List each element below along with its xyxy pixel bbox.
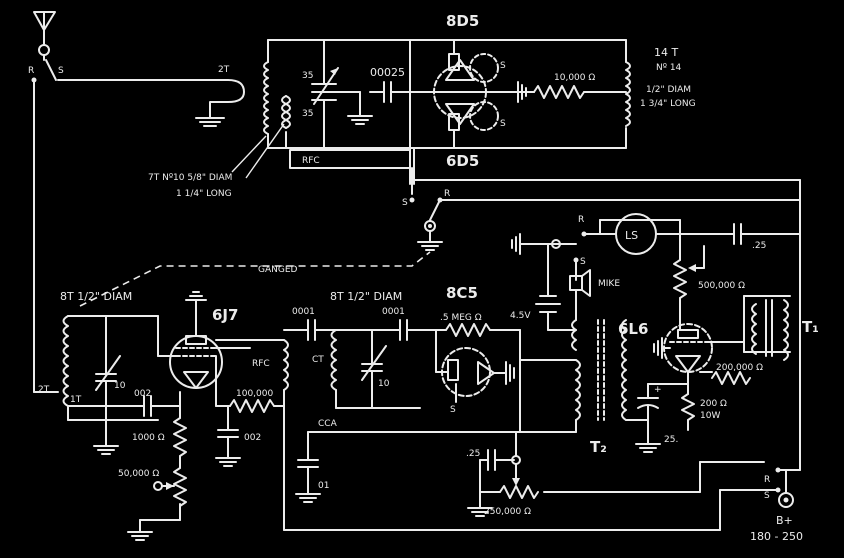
switch-label-r4: R (764, 475, 770, 485)
antenna-icon (33, 11, 56, 56)
cap-plus-sign: + (654, 385, 662, 395)
cap-25-lower-label: .25 (466, 449, 480, 459)
t2-primary-coil (575, 359, 581, 421)
coupling-coil-label: 2T (218, 65, 230, 75)
switch-label-s5: S (450, 405, 456, 415)
tube-6d5-label: 6D5 (446, 152, 479, 170)
ground-icon (295, 493, 321, 503)
tube-8c5-symbol (435, 329, 507, 397)
transformer-t2-label: T₂ (590, 438, 607, 456)
ganged-label: GANGED (258, 265, 298, 275)
cap-002-left-label: 002 (134, 389, 151, 399)
transformer-t1-label: T₁ (802, 318, 819, 336)
tank-coil-right (625, 61, 631, 127)
cap-35-bottom-label: 35 (302, 109, 313, 119)
ground-icon (215, 457, 241, 467)
switch-label-r3: R (578, 215, 584, 225)
rfc-mid-label: RFC (252, 359, 270, 369)
switch-label-s4: S (500, 119, 506, 129)
cap-0001-b-label: 0001 (382, 307, 405, 317)
t2-secondary-coil (621, 319, 627, 421)
rfc-top-label: RFC (302, 156, 320, 166)
tube-6l6-label: 6L6 (618, 320, 648, 338)
res-250000-label: 250,000 Ω (484, 507, 531, 517)
cca-label: CCA (318, 419, 338, 429)
b-plus-label: B+ (776, 514, 793, 527)
res-1000-label: 1000 Ω (132, 433, 165, 443)
coil-7t-length: 1 1/4" LONG (176, 189, 232, 199)
cap-00025-label: 00025 (370, 66, 405, 79)
ganged-link (79, 251, 431, 307)
switch-label-s3: S (500, 61, 506, 71)
microphone-icon (569, 269, 591, 297)
t1-primary-coil (751, 303, 757, 355)
tube-8d5-symbol (433, 39, 499, 149)
cap-10-left-label: 10 (114, 381, 126, 391)
coil-14t-diam: 1/2" DIAM (646, 85, 691, 95)
ground-icon (93, 419, 119, 455)
switch-label-s6: S (580, 257, 586, 267)
ground-icon (505, 361, 515, 385)
res-100000-label: 100,000 (236, 389, 273, 399)
coil-7t-label: 7T Nº10 5/8" DIAM (148, 173, 232, 183)
switch-label-s2: S (402, 198, 408, 208)
speaker-label: LS (625, 229, 638, 242)
res-200-label: 200 Ω (700, 399, 727, 409)
switch-label-r2: R (444, 189, 450, 199)
res-500000-label: 500,000 Ω (698, 281, 745, 291)
ground-icon (517, 81, 535, 103)
cap-0001-a-label: 0001 (292, 307, 315, 317)
ground-icon (347, 115, 373, 125)
res-5meg-label: .5 MEG Ω (440, 313, 482, 323)
ct-label: CT (312, 355, 324, 365)
mike-label: MIKE (598, 279, 620, 289)
coil-14t-label: 14 T (654, 46, 678, 59)
cap-10-mid-label: 10 (378, 379, 390, 389)
cap-002-mid-label: 002 (244, 433, 261, 443)
t1-secondary-coil (783, 299, 789, 361)
ground-icon (195, 117, 225, 127)
ground-icon (417, 230, 443, 251)
tube-6l6-symbol (663, 319, 713, 373)
tube-8c5-label: 8C5 (446, 284, 478, 302)
ground-icon (127, 519, 153, 541)
interstage-coil (330, 329, 337, 391)
ground-icon (467, 491, 493, 517)
interstage-coil-label: 8T 1/2" DIAM (330, 290, 402, 303)
res-200000-label: 200,000 Ω (716, 363, 763, 373)
input-coil-label: 8T 1/2" DIAM (60, 290, 132, 303)
cap-35-top-label: 35 (302, 71, 313, 81)
tap-label-2t-left: 2T (38, 385, 50, 395)
tube-8d5-label: 8D5 (446, 12, 479, 30)
tank-coil-left (263, 61, 269, 135)
battery-label: 4.5V (510, 311, 531, 321)
cap-25-cathode-label: 25. (664, 435, 678, 445)
switch-label-r1: R (28, 66, 34, 76)
switch-label-s7: S (764, 491, 770, 501)
res-10w-label: 10W (700, 411, 720, 421)
tube-6j7-label: 6J7 (212, 306, 238, 324)
ground-icon (635, 443, 661, 453)
ground-icon (653, 337, 671, 359)
res-50000-label: 50,000 Ω (118, 469, 159, 479)
b-plus-range: 180 - 250 (750, 530, 803, 543)
tube-6j7-symbol (157, 291, 223, 389)
ground-icon (511, 233, 529, 255)
input-coil (62, 315, 69, 407)
tap-label-1t: 1T (70, 395, 82, 405)
coil-14t-length: 1 3/4" LONG (640, 99, 696, 109)
cap-01-label: 01 (318, 481, 329, 491)
coil-14t-wire: Nº 14 (656, 63, 682, 73)
cap-25-right-label: .25 (752, 241, 766, 251)
switch-label-s1: S (58, 66, 64, 76)
res-10000-label: 10,000 Ω (554, 73, 595, 83)
rfc-mid-coil (283, 339, 289, 391)
